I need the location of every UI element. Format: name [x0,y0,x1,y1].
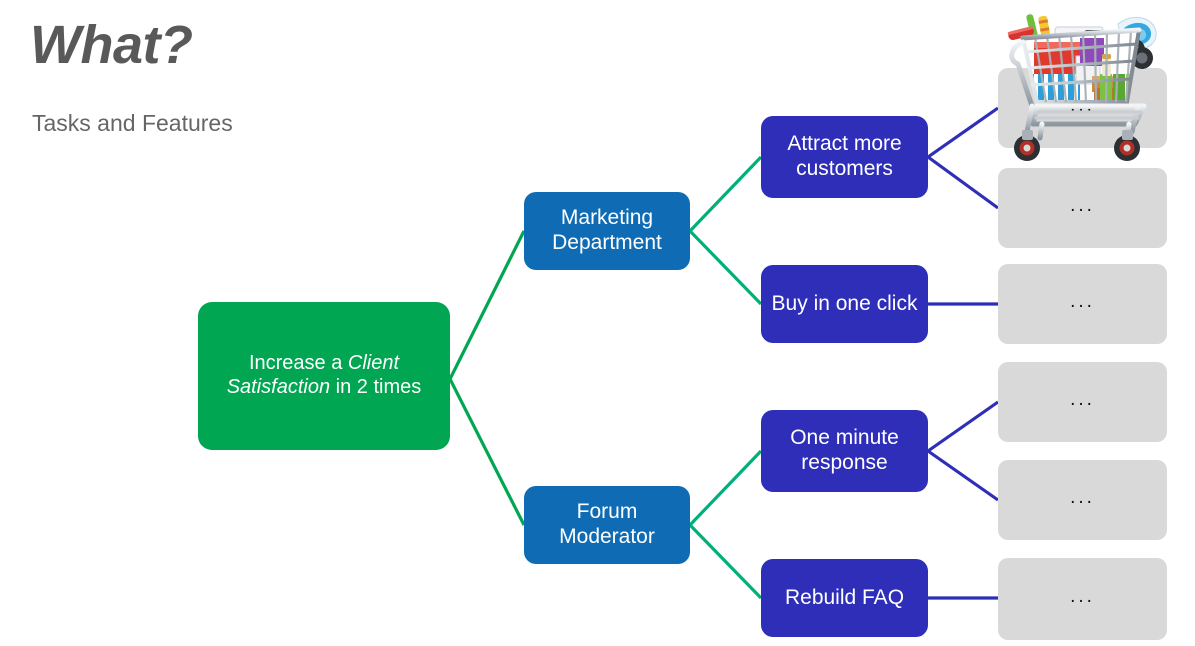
task-node-attract-more-customers[interactable]: Attract more customers [761,116,928,198]
placeholder-label: ... [1070,290,1095,312]
task-node-rebuild-faq[interactable]: Rebuild FAQ [761,559,928,637]
department-node-label: Marketing Department [552,206,662,254]
goal-text-before: Increase a [248,352,348,375]
task-node-label: One minute response [790,426,899,474]
placeholder-label: ... [1070,486,1095,508]
department-node-label: Forum Moderator [559,500,655,548]
placeholder-box[interactable]: ... [998,362,1167,442]
page-title: What? [30,15,193,75]
task-node-label: Rebuild FAQ [784,585,905,609]
task-node-one-minute-response[interactable]: One minute response [761,410,928,492]
placeholder-box[interactable]: ... [998,168,1167,248]
placeholder-label: ... [1070,585,1095,607]
goal-text-italic: Client Satisfaction [226,352,400,398]
placeholder-label: ... [1070,194,1095,216]
placeholder-box[interactable]: ... [998,68,1167,148]
department-node-marketing[interactable]: Marketing Department [524,192,690,270]
goal-node-label: Increase a Client Satisfaction in 2 time… [198,352,450,399]
department-node-forum-moderator[interactable]: Forum Moderator [524,486,690,564]
goal-node-increase-client-satisfaction[interactable]: Increase a Client Satisfaction in 2 time… [198,302,450,450]
placeholder-box[interactable]: ... [998,460,1167,540]
task-node-label: Buy in one click [771,291,918,315]
task-node-buy-in-one-click[interactable]: Buy in one click [761,265,928,343]
placeholder-box[interactable]: ... [998,558,1167,640]
page-subtitle: Tasks and Features [32,110,233,136]
placeholder-label: ... [1070,388,1095,410]
goal-text-after: in 2 times [330,376,422,398]
placeholder-label: ... [1070,94,1095,116]
task-node-label: Attract more customers [787,132,902,180]
placeholder-box[interactable]: ... [998,264,1167,344]
